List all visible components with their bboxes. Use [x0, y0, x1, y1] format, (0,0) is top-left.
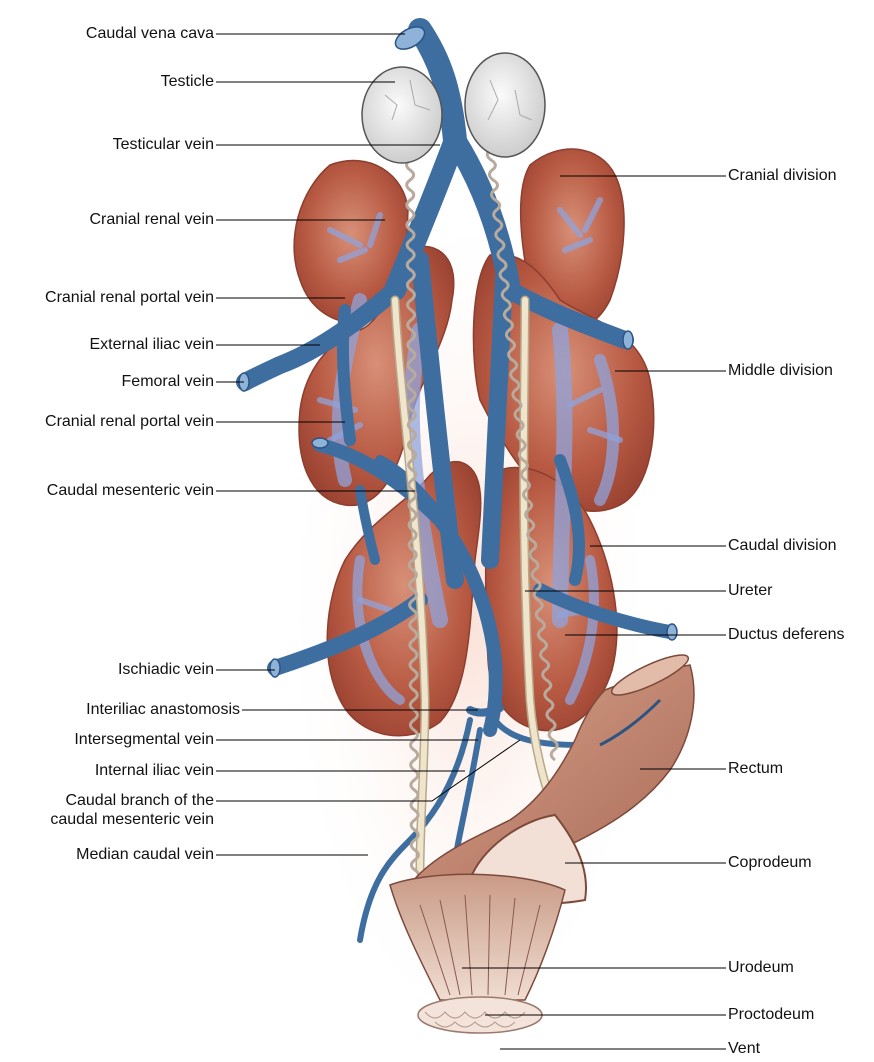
label-middle-division: Middle division [728, 361, 833, 380]
label-proctodeum: Proctodeum [728, 1005, 814, 1024]
label-caudal-mesenteric-vein: Caudal mesenteric vein [47, 481, 214, 500]
label-median-caudal-vein: Median caudal vein [76, 845, 214, 864]
label-caudal-branch-line1: Caudal branch of the [50, 791, 214, 810]
label-caudal-division: Caudal division [728, 536, 837, 555]
label-cranial-renal-portal-vein-2: Cranial renal portal vein [45, 412, 214, 431]
label-testicular-vein: Testicular vein [113, 135, 214, 154]
label-interiliac-anastomosis: Interiliac anastomosis [86, 700, 240, 719]
label-external-iliac-vein: External iliac vein [90, 335, 215, 354]
label-internal-iliac-vein: Internal iliac vein [95, 761, 214, 780]
label-caudal-branch-line2: caudal mesenteric vein [50, 810, 214, 829]
label-rectum: Rectum [728, 759, 783, 778]
label-ischiadic-vein: Ischiadic vein [118, 660, 214, 679]
label-cranial-division: Cranial division [728, 166, 837, 185]
label-urodeum: Urodeum [728, 958, 794, 977]
left-testicle [362, 67, 442, 163]
label-ureter: Ureter [728, 581, 772, 600]
right-testicle [465, 53, 545, 157]
label-caudal-vena-cava: Caudal vena cava [86, 24, 214, 43]
label-ductus-deferens: Ductus deferens [728, 625, 845, 644]
label-testicle: Testicle [161, 72, 214, 91]
label-cranial-renal-vein: Cranial renal vein [89, 210, 214, 229]
label-caudal-branch-caudal-mesenteric-vein: Caudal branch of the caudal mesenteric v… [50, 791, 214, 829]
label-intersegmental-vein: Intersegmental vein [74, 730, 214, 749]
label-coprodeum: Coprodeum [728, 853, 812, 872]
label-femoral-vein: Femoral vein [122, 372, 214, 391]
label-cranial-renal-portal-vein-1: Cranial renal portal vein [45, 288, 214, 307]
label-vent: Vent [728, 1039, 760, 1058]
